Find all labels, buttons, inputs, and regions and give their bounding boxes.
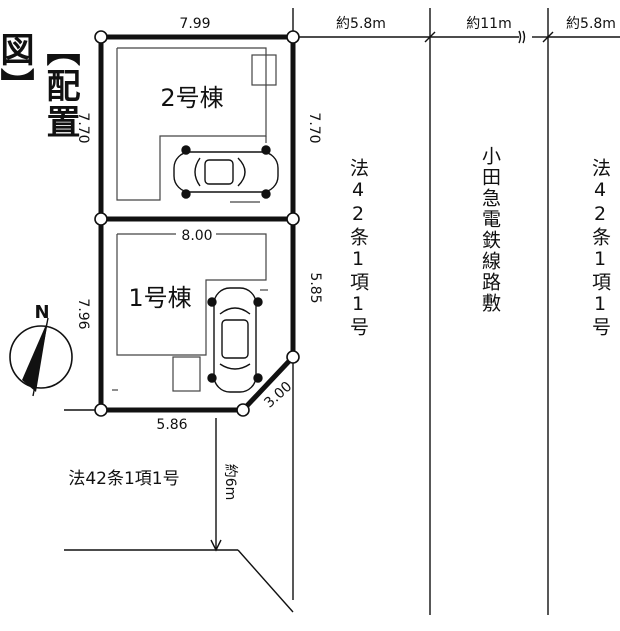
dim-bottom: 5.86 bbox=[156, 417, 187, 433]
car-1-roof bbox=[221, 319, 249, 359]
compass-needle bbox=[22, 320, 48, 392]
unit-1-footprint bbox=[116, 233, 267, 356]
compass-north-label: N bbox=[34, 302, 49, 323]
car-2-roof bbox=[204, 159, 234, 185]
road-width-east-2: 約5.8m bbox=[566, 16, 616, 32]
car-1-wheel-c bbox=[207, 373, 217, 383]
tick-2 bbox=[542, 31, 554, 43]
car-2-wheel-d bbox=[261, 189, 271, 199]
page-title: 【配置図】 bbox=[0, 32, 80, 140]
dim-left-lower: 7.96 bbox=[75, 298, 91, 329]
break-symbol bbox=[518, 30, 526, 44]
rail-corridor-label: 小田急電鉄線路敷 bbox=[479, 146, 501, 314]
car-2-wheel-a bbox=[181, 145, 191, 155]
unit-1-label: 1号棟 bbox=[128, 284, 191, 312]
south-road-corner bbox=[237, 549, 294, 613]
car-2-rear-window bbox=[194, 157, 201, 187]
corner-marker bbox=[94, 30, 108, 44]
car-2-windshield bbox=[237, 157, 246, 187]
car-1-wheel-d bbox=[253, 373, 263, 383]
road-south-label: 法42条1項1号 bbox=[68, 469, 179, 489]
dim-right-upper: 7.70 bbox=[306, 112, 322, 143]
dim-top: 7.99 bbox=[179, 16, 210, 32]
car-2-wheel-c bbox=[181, 189, 191, 199]
unit-2-annex bbox=[251, 54, 277, 86]
car-2-wheel-b bbox=[261, 145, 271, 155]
corner-marker bbox=[286, 212, 300, 226]
corner-marker bbox=[236, 403, 250, 417]
corner-marker bbox=[286, 350, 300, 364]
road-width-east-1: 約5.8m bbox=[336, 16, 386, 32]
lot-1-outline bbox=[98, 216, 296, 413]
corner-marker bbox=[286, 30, 300, 44]
road-width-south: 約6m bbox=[222, 464, 238, 501]
road-east-2-label: 法42条1項1号 bbox=[589, 158, 611, 338]
car-1-wheel-b bbox=[253, 297, 263, 307]
north-compass: N bbox=[9, 302, 73, 397]
corner-markers bbox=[94, 30, 300, 417]
corner-marker bbox=[94, 403, 108, 417]
unit-1-annex bbox=[172, 356, 201, 392]
building-footprints bbox=[112, 47, 277, 392]
tick-1 bbox=[424, 31, 436, 43]
road-east-1-label: 法42条1項1号 bbox=[347, 158, 369, 338]
road-width-rail: 約11m bbox=[466, 16, 511, 32]
road-lines bbox=[64, 8, 620, 615]
car-unit-1 bbox=[207, 287, 263, 393]
dim-right-lower: 5.85 bbox=[307, 272, 323, 303]
unit-2-footprint bbox=[116, 47, 267, 201]
corner-marker bbox=[94, 212, 108, 226]
unit-2-label: 2号棟 bbox=[160, 84, 223, 112]
car-unit-2 bbox=[173, 145, 279, 199]
dim-middle: 8.00 bbox=[181, 228, 212, 244]
south-width-arrow bbox=[210, 539, 222, 552]
car-1-windshield bbox=[219, 307, 251, 315]
dim-middle-bg bbox=[176, 227, 216, 242]
car-1-wheel-a bbox=[207, 297, 217, 307]
car-1-rear-window bbox=[219, 363, 251, 370]
dim-left-upper: 7.70 bbox=[75, 112, 91, 143]
